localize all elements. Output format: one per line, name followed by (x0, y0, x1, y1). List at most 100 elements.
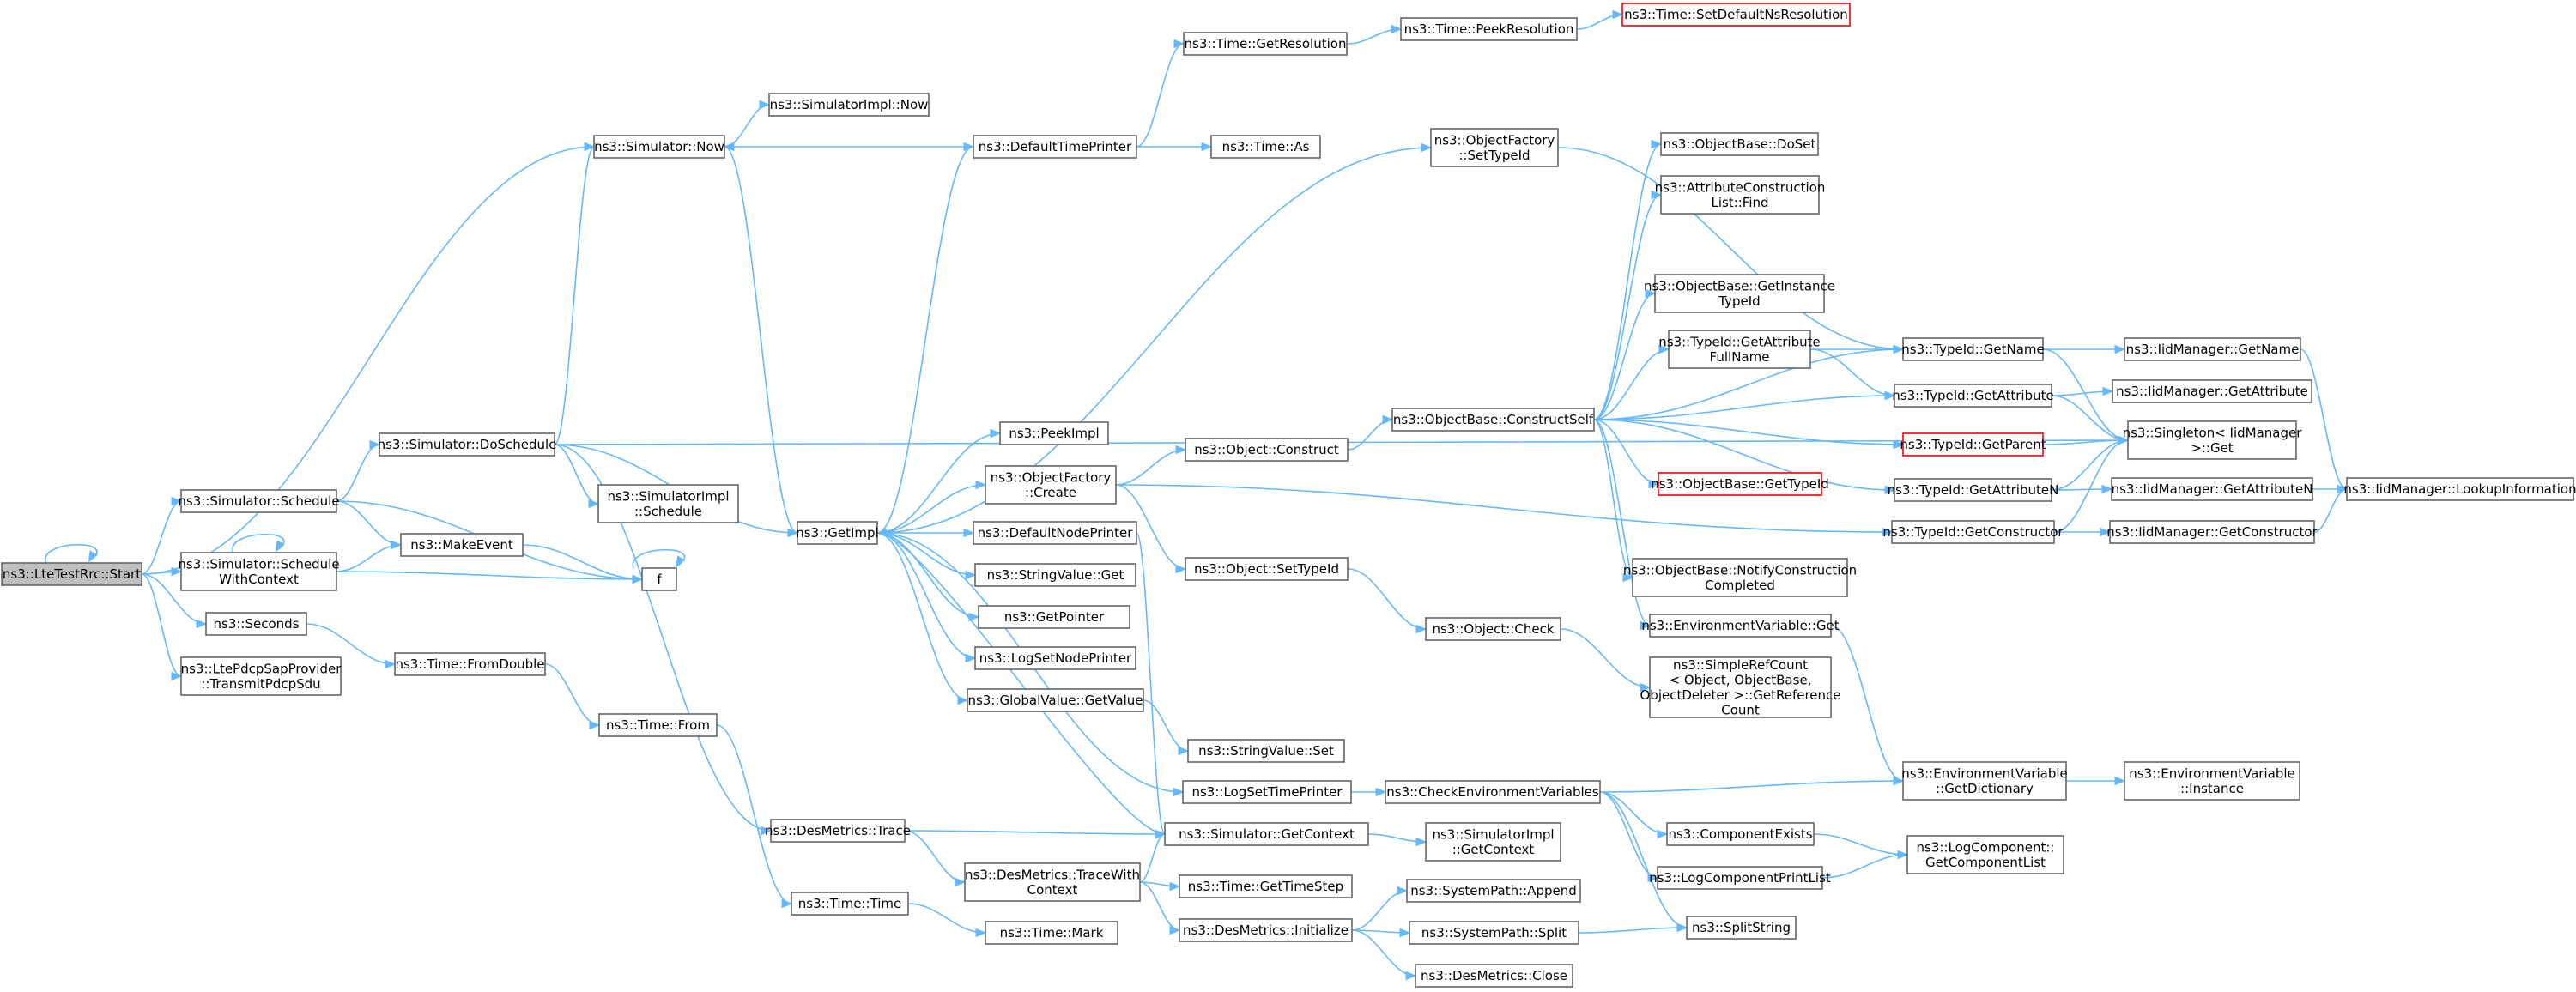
node-peekres[interactable]: ns3::Time::PeekResolution (1400, 17, 1578, 41)
node-getpointer[interactable]: ns3::GetPointer (978, 605, 1130, 629)
node-box (797, 521, 878, 545)
node-fromdouble[interactable]: ns3::Time::FromDouble (394, 652, 546, 676)
node-simimplsched[interactable]: ns3::SimulatorImpl::Schedule (597, 484, 739, 523)
node-logcompget[interactable]: ns3::LogComponent::GetComponentList (1906, 835, 2064, 874)
node-simgetctx[interactable]: ns3::Simulator::GetContext (1164, 822, 1369, 846)
node-getimpl[interactable]: ns3::GetImpl (796, 521, 879, 545)
node-envgetdict[interactable]: ns3::EnvironmentVariable::GetDictionary (1901, 761, 2068, 801)
node-makeevent[interactable]: ns3::MakeEvent (400, 533, 524, 557)
edge-arrowhead (385, 659, 397, 669)
node-defnodeprinter[interactable]: ns3::DefaultNodePrinter (973, 521, 1137, 545)
node-objfcreate[interactable]: ns3::ObjectFactory::Create (985, 465, 1117, 505)
node-label: ns3::Simulator::Schedule (178, 493, 339, 509)
node-desmclose[interactable]: ns3::DesMetrics::Close (1415, 964, 1573, 988)
node-tidgetattr[interactable]: ns3::TypeId::GetAttribute (1892, 384, 2054, 408)
node-label: ns3::Object::Check (1432, 621, 1554, 637)
node-splitstring[interactable]: ns3::SplitString (1686, 916, 1797, 940)
node-iidgetattrn[interactable]: ns3::IidManager::GetAttributeN (2111, 477, 2313, 501)
edge-line (1557, 147, 1904, 350)
edge-arrowhead (1897, 850, 1909, 860)
node-dosched[interactable]: ns3::Simulator::DoSchedule (378, 432, 557, 457)
node-timemark[interactable]: ns3::Time::Mark (985, 921, 1118, 945)
node-now[interactable]: ns3::Simulator::Now (593, 135, 725, 159)
edge-line (1593, 419, 1633, 578)
node-defprinter[interactable]: ns3::DefaultTimePrinter (973, 135, 1137, 159)
node-logcompprint[interactable]: ns3::LogComponentPrintList (1649, 866, 1831, 890)
node-logsettime[interactable]: ns3::LogSetTimePrinter (1182, 780, 1352, 804)
node-constructself[interactable]: ns3::ObjectBase::ConstructSelf (1391, 408, 1595, 432)
node-objbasegettid[interactable]: ns3::ObjectBase::GetTypeId (1651, 472, 1829, 496)
node-timeas[interactable]: ns3::Time::As (1210, 135, 1321, 159)
node-timefrom[interactable]: ns3::Time::From (598, 713, 718, 737)
node-label: ns3::MakeEvent (410, 537, 513, 553)
node-start[interactable]: ns3::LteTestRrc::Start (1, 562, 142, 586)
node-label: FullName (1710, 349, 1770, 365)
edge-getimpl-to-defprinter (876, 142, 975, 534)
node-objfsettypeid[interactable]: ns3::ObjectFactory::SetTypeId (1430, 128, 1559, 167)
node-strvalset[interactable]: ns3::StringValue::Set (1187, 739, 1345, 763)
node-sysappend[interactable]: ns3::SystemPath::Append (1406, 879, 1581, 903)
node-iidgetctor[interactable]: ns3::IidManager::GetConstructor (2106, 520, 2318, 544)
node-objsettypeid[interactable]: ns3::Object::SetTypeId (1185, 557, 1349, 581)
edge-schedctx-to-makeevent (336, 540, 403, 572)
node-f[interactable]: f (641, 567, 677, 591)
edge-arrowhead (1640, 682, 1652, 693)
node-ltepdcp[interactable]: ns3::LtePdcpSapProvider::TransmitPdcpSdu (180, 656, 342, 696)
node-box (180, 552, 337, 591)
node-objconstruct[interactable]: ns3::Object::Construct (1185, 438, 1349, 462)
edge-line (1830, 625, 1904, 782)
node-schedule[interactable]: ns3::Simulator::Schedule (178, 489, 340, 513)
node-simimplnow[interactable]: ns3::SimulatorImpl::Now (768, 93, 930, 117)
node-peekimpl[interactable]: ns3::PeekImpl (999, 421, 1109, 445)
edge-defnodeprinter-to-simgetctx (1136, 532, 1167, 839)
edge-line (1347, 419, 1393, 451)
node-timetime[interactable]: ns3::Time::Time (791, 892, 909, 916)
node-box (1686, 916, 1797, 940)
node-desmtrace[interactable]: ns3::DesMetrics::Trace (765, 819, 911, 843)
node-iidgetattr[interactable]: ns3::IidManager::GetAttribute (2112, 379, 2312, 403)
node-globget[interactable]: ns3::GlobalValue::GetValue (967, 688, 1144, 712)
node-tidgetctor[interactable]: ns3::TypeId::GetConstructor (1882, 520, 2064, 544)
node-logsetnode[interactable]: ns3::LogSetNodePrinter (974, 646, 1136, 670)
node-envget[interactable]: ns3::EnvironmentVariable::Get (1641, 614, 1840, 638)
edge-arrowhead (1651, 190, 1663, 200)
node-timestep[interactable]: ns3::Time::GetTimeStep (1179, 874, 1353, 898)
node-strvalget[interactable]: ns3::StringValue::Get (974, 563, 1136, 587)
node-box (394, 652, 546, 676)
edge-arrowhead (1622, 572, 1634, 583)
edge-line (1115, 449, 1186, 486)
node-desminit[interactable]: ns3::DesMetrics::Initialize (1179, 918, 1353, 942)
node-singleton[interactable]: ns3::Singleton< IidManager>::Get (2123, 420, 2303, 460)
node-envinstance[interactable]: ns3::EnvironmentVariable::Instance (2124, 761, 2300, 801)
node-tidgetname[interactable]: ns3::TypeId::GetName (1901, 337, 2045, 361)
node-dosetobj[interactable]: ns3::ObjectBase::DoSet (1660, 132, 1819, 156)
edge-line (1593, 419, 1651, 626)
node-notifyconstr[interactable]: ns3::ObjectBase::NotifyConstructionCompl… (1623, 558, 1857, 597)
edge-line (1351, 929, 1416, 977)
node-iidlookup[interactable]: ns3::IidManager::LookupInformation (2343, 477, 2576, 501)
edge-checkenv-to-logcompprint (1599, 791, 1659, 883)
node-setdefns[interactable]: ns3::Time::SetDefaultNsResolution (1621, 3, 1851, 27)
edge-checkenv-to-compexists (1599, 791, 1669, 839)
node-simplerefcount[interactable]: ns3::SimpleRefCount< Object, ObjectBase,… (1640, 656, 1841, 718)
edge-logcompprint-to-logcompget (1821, 850, 1909, 879)
node-box (1406, 879, 1581, 903)
node-iidgetname[interactable]: ns3::IidManager::GetName (2124, 337, 2301, 361)
node-label: ns3::IidManager::LookupInformation (2343, 481, 2576, 497)
edge-line (876, 484, 986, 534)
node-simimplctx[interactable]: ns3::SimulatorImpl::GetContext (1425, 822, 1561, 862)
node-compexists[interactable]: ns3::ComponentExists (1666, 822, 1815, 846)
node-checkenv[interactable]: ns3::CheckEnvironmentVariables (1385, 780, 1601, 804)
node-objcheck[interactable]: ns3::Object::Check (1425, 617, 1561, 641)
node-getres[interactable]: ns3::Time::GetResolution (1183, 32, 1348, 56)
node-seconds[interactable]: ns3::Seconds (205, 612, 307, 636)
node-tidgetattrn[interactable]: ns3::TypeId::GetAttributeN (1888, 478, 2059, 502)
node-syssplit[interactable]: ns3::SystemPath::Split (1409, 921, 1579, 945)
node-label: ns3::DesMetrics::TraceWith (965, 867, 1140, 882)
node-tidgetparent[interactable]: ns3::TypeId::GetParent (1900, 432, 2046, 457)
